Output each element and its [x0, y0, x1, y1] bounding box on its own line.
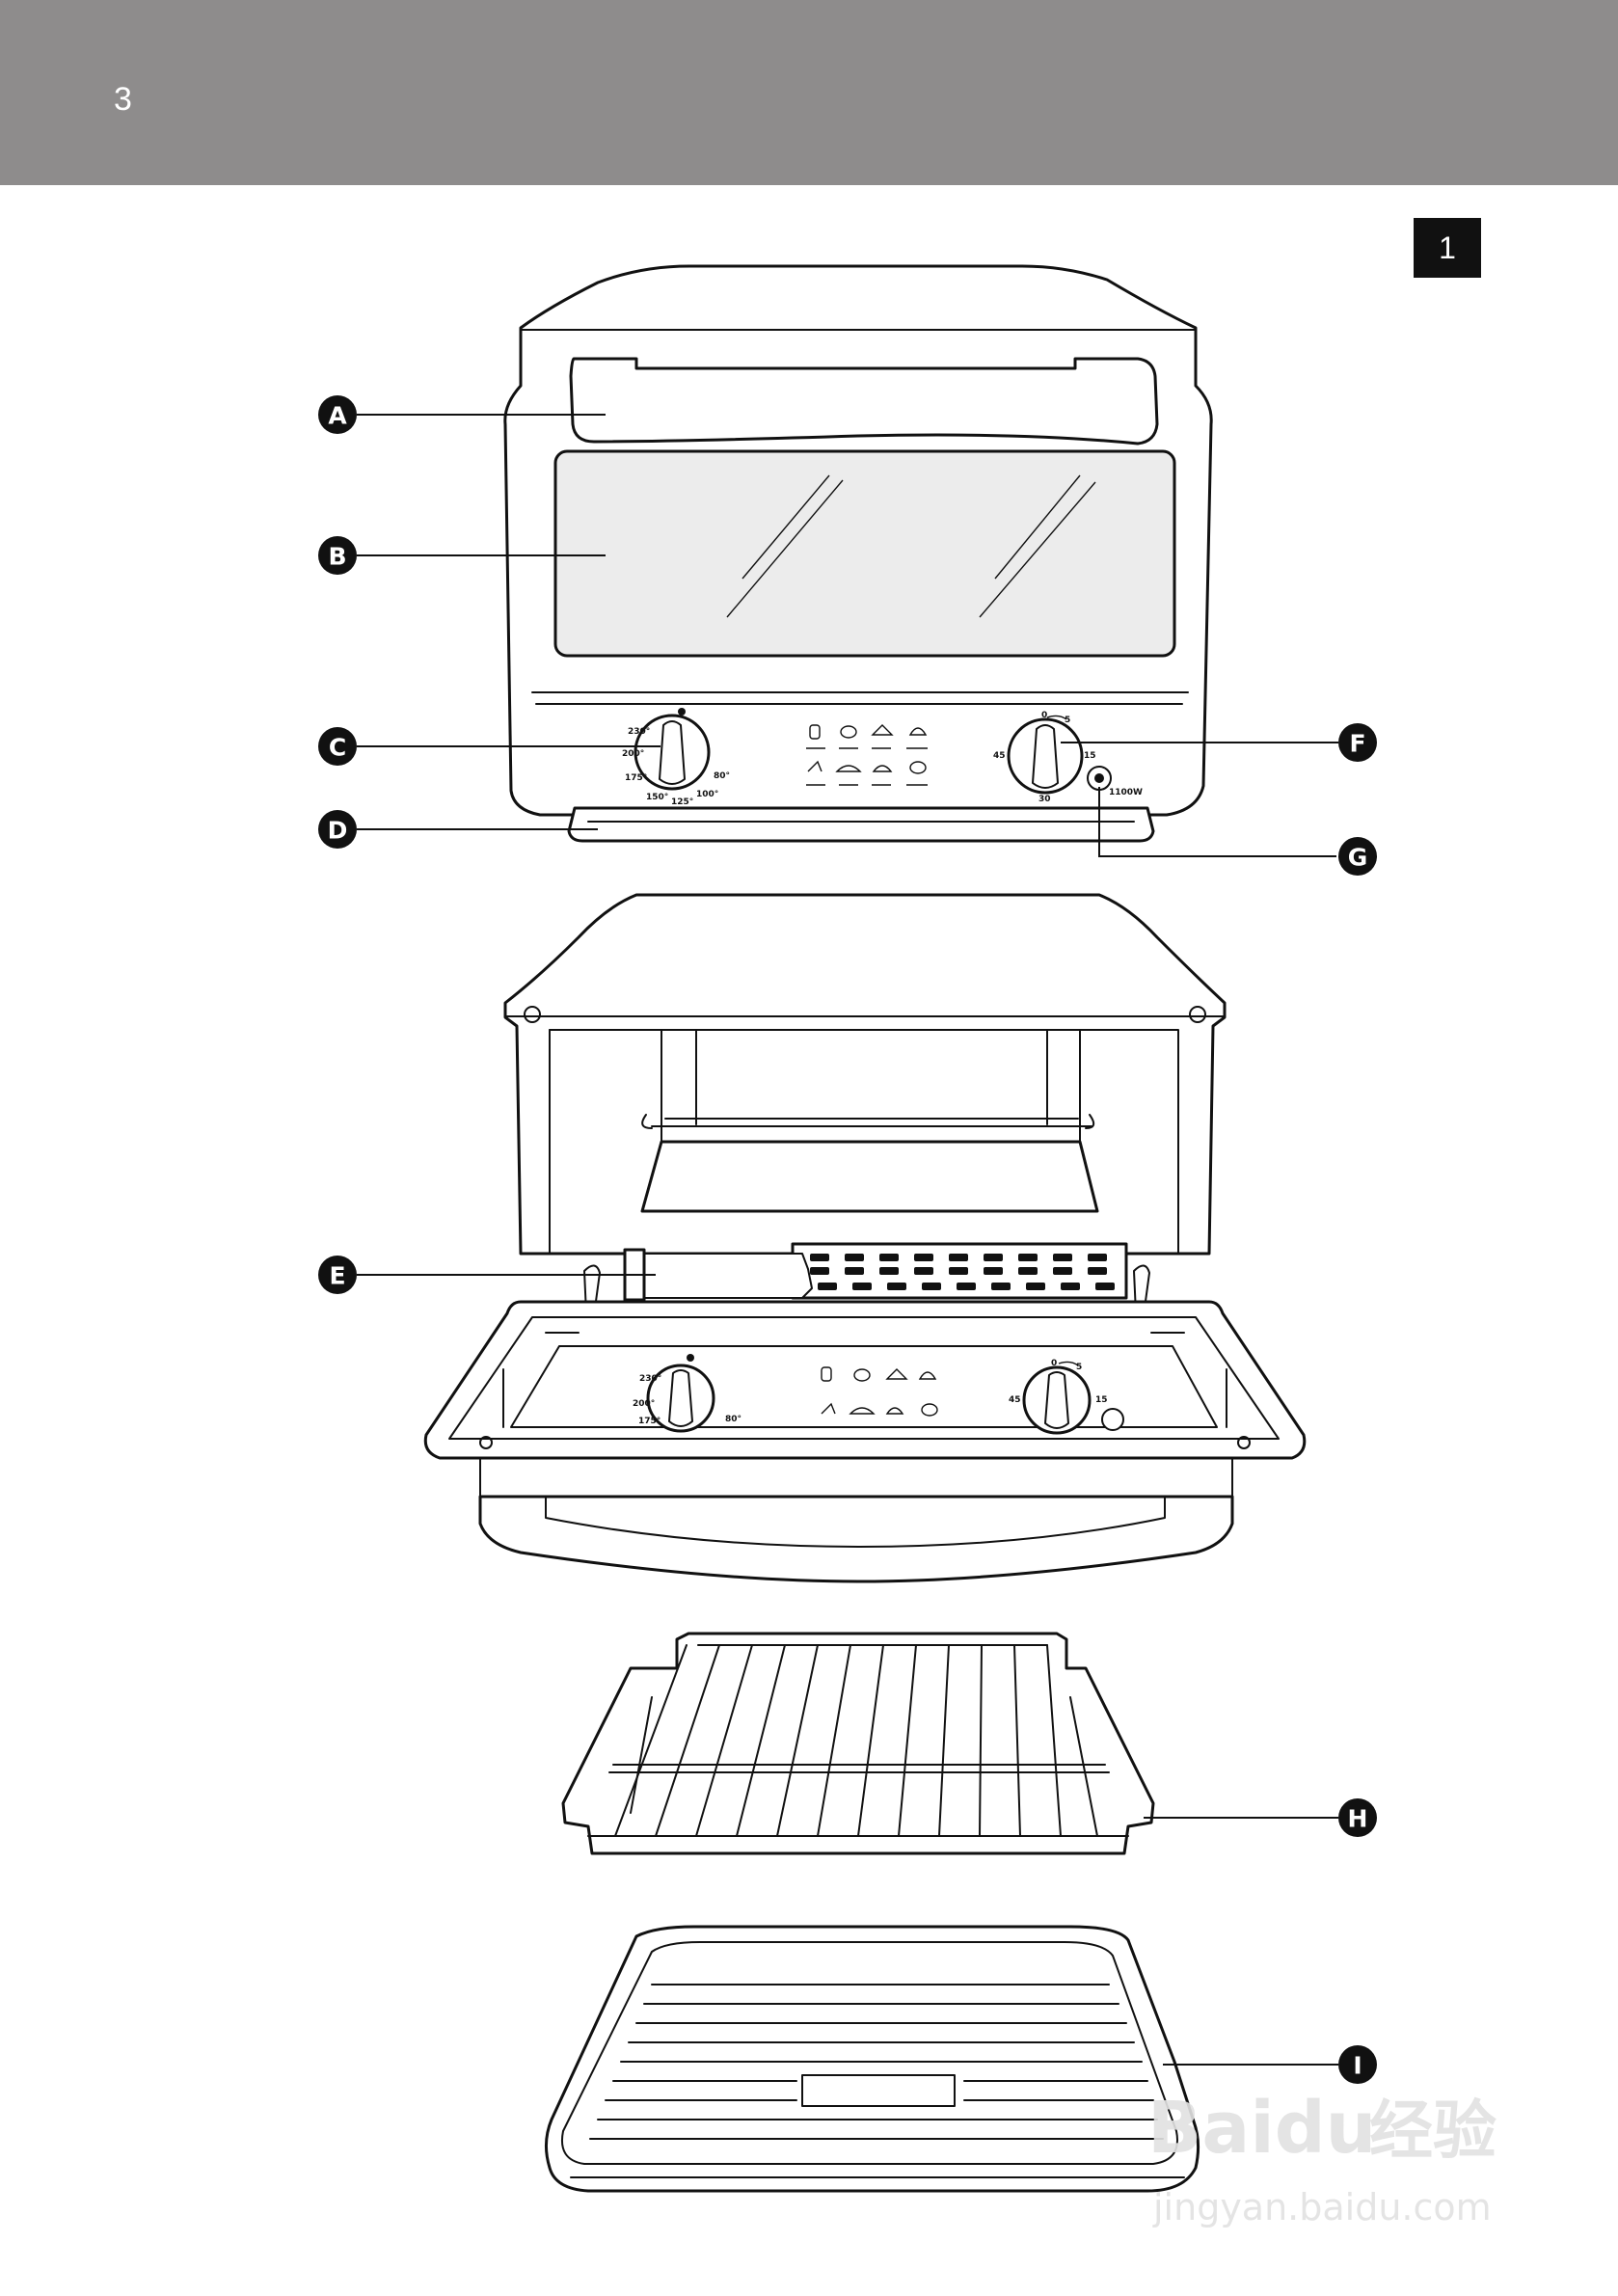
callout-a: A: [318, 395, 357, 434]
timer-label-45: 45: [993, 751, 1006, 761]
timer-label-30: 30: [1038, 795, 1051, 804]
svg-text:F: F: [1349, 730, 1365, 758]
door-timer-45: 45: [1009, 1395, 1021, 1405]
heating-element: [623, 1242, 1128, 1302]
power-label: 1100W: [1109, 788, 1143, 797]
callout-d: D: [318, 810, 357, 849]
temp-label-230: 230°: [628, 727, 650, 737]
callout-h: H: [1338, 1798, 1377, 1837]
door-timer-5: 5: [1076, 1363, 1082, 1372]
baidu-watermark: Baidu 经验 jingyan.baidu.com: [1147, 2087, 1497, 2228]
open-oven-illustration: 230° 200° 175° 80° 0 5 15 45: [423, 893, 1307, 1583]
door-timer-0: 0: [1051, 1359, 1057, 1368]
timer-dial: 0 5 15 30 45: [993, 711, 1096, 804]
svg-text:B: B: [328, 543, 346, 571]
callout-f: F: [1338, 723, 1377, 762]
temp-label-150: 150°: [646, 793, 668, 802]
door-temp-80: 80°: [725, 1415, 742, 1424]
door-temp-175: 175°: [638, 1417, 661, 1426]
temp-label-100: 100°: [696, 790, 718, 799]
svg-text:I: I: [1353, 2052, 1362, 2080]
timer-label-5: 5: [1065, 716, 1070, 725]
temp-label-80: 80°: [714, 771, 730, 781]
closed-oven-illustration: 230° 200° 175° 150° 125° 100° 80°: [503, 264, 1213, 843]
oven-window: [553, 449, 1176, 658]
temp-label-175: 175°: [625, 773, 647, 783]
svg-text:C: C: [329, 734, 346, 762]
svg-text:G: G: [1348, 844, 1368, 872]
door-timer-15: 15: [1095, 1395, 1108, 1405]
baking-tray-illustration: [545, 1925, 1200, 2193]
callout-i: I: [1338, 2045, 1377, 2084]
temp-label-125: 125°: [671, 797, 693, 807]
function-icons-panel: [806, 724, 928, 786]
temp-label-200: 200°: [622, 749, 644, 759]
svg-text:E: E: [329, 1262, 345, 1290]
callout-c: C: [318, 727, 357, 766]
watermark-brand: Baidu: [1147, 2087, 1376, 2170]
page-number: 3: [114, 81, 132, 118]
door-temp-230: 230°: [639, 1374, 661, 1384]
callout-b: B: [318, 536, 357, 575]
wire-rack-illustration: [561, 1632, 1155, 1855]
svg-text:H: H: [1348, 1805, 1368, 1833]
crumb-tray: [567, 806, 1155, 843]
callout-e: E: [318, 1256, 357, 1294]
figure-number-badge: 1: [1414, 218, 1481, 278]
watermark-url: jingyan.baidu.com: [1152, 2186, 1492, 2228]
door-temp-200: 200°: [633, 1399, 655, 1409]
header-band: [0, 0, 1618, 185]
temperature-dial: 230° 200° 175° 150° 125° 100° 80°: [622, 708, 730, 807]
callout-g: G: [1338, 837, 1377, 876]
svg-text:D: D: [328, 817, 348, 845]
timer-label-15: 15: [1084, 751, 1096, 761]
timer-label-0: 0: [1041, 711, 1047, 720]
svg-text:A: A: [328, 402, 347, 430]
leader-lines: [357, 414, 1338, 2066]
watermark-chinese: 经验: [1369, 2093, 1497, 2168]
